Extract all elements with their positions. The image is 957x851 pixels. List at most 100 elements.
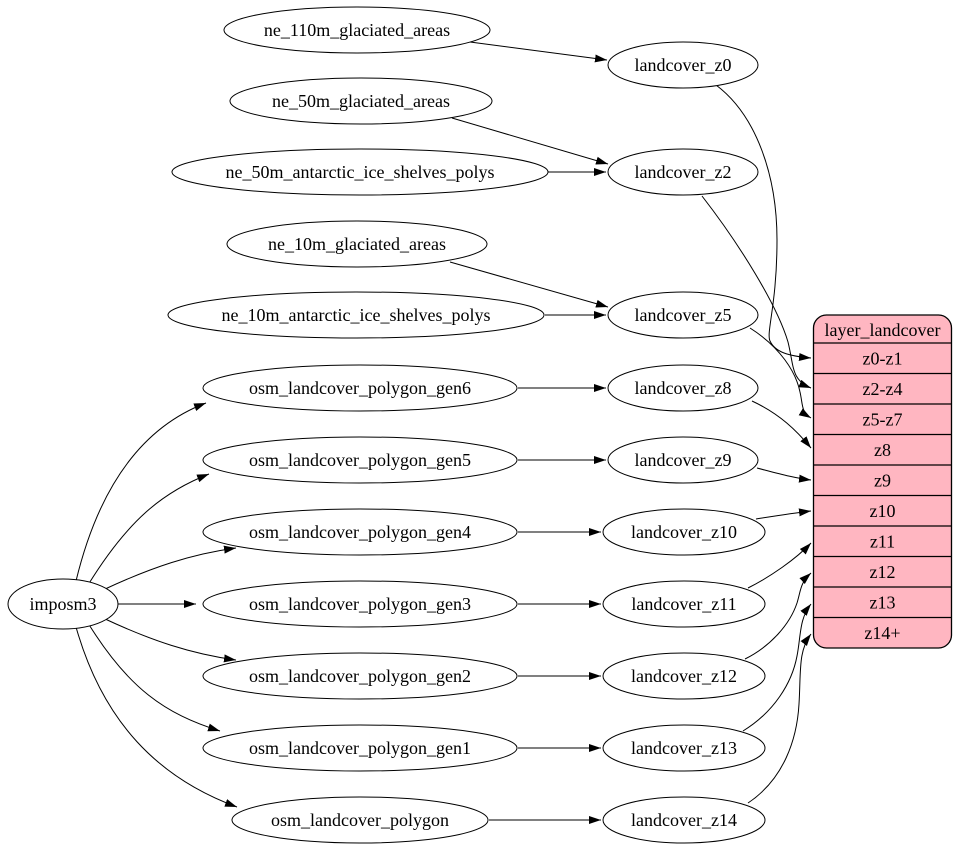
- node-landcover-z0-label: landcover_z0: [635, 55, 732, 75]
- node-landcover-z5-label: landcover_z5: [635, 305, 732, 325]
- node-landcover-z14: landcover_z14: [602, 796, 766, 844]
- node-landcover-z2: landcover_z2: [607, 148, 759, 196]
- node-imposm3-label: imposm3: [29, 594, 96, 614]
- node-ne-10m-antarctic-ice-shelves-polys-shape: [167, 291, 545, 339]
- node-ne-10m-glaciated-areas-label: ne_10m_glaciated_areas: [268, 234, 446, 254]
- node-ne-10m-glaciated-areas-shape: [226, 220, 488, 268]
- edge-z13-to-row-z13: [742, 603, 812, 732]
- table-row-z13: z13: [870, 593, 896, 613]
- edge-z14-to-row-z14: [747, 633, 812, 804]
- node-landcover-z14-shape: [602, 796, 766, 844]
- node-imposm3-shape: [7, 578, 119, 630]
- node-ne-10m-antarctic-ice-shelves-polys: ne_10m_antarctic_ice_shelves_polys: [167, 291, 545, 339]
- edge-imposm3-to-gen1: [87, 622, 221, 732]
- node-landcover-z11-shape: [602, 580, 766, 628]
- node-osm-landcover-polygon-gen3: osm_landcover_polygon_gen3: [202, 580, 518, 628]
- edge-z8-to-row-z8: [751, 400, 812, 449]
- node-landcover-z8: landcover_z8: [607, 364, 759, 412]
- node-osm-landcover-polygon-gen3-label: osm_landcover_polygon_gen3: [249, 594, 471, 614]
- edge-imposm3-to-polygon: [75, 626, 238, 808]
- node-landcover-z11: landcover_z11: [602, 580, 766, 628]
- node-landcover-z10: landcover_z10: [602, 508, 766, 556]
- table-layer-landcover: layer_landcover z0-z1 z2-z4 z5-z7 z8 z9 …: [812, 314, 953, 649]
- table-row-z5-z7: z5-z7: [863, 410, 903, 430]
- edge-z9-to-row-z9: [756, 467, 812, 483]
- node-landcover-z9: landcover_z9: [607, 436, 759, 484]
- node-osm-landcover-polygon-gen4-shape: [202, 508, 518, 556]
- node-osm-landcover-polygon-gen1-label: osm_landcover_polygon_gen1: [249, 738, 471, 758]
- node-landcover-z2-shape: [607, 148, 759, 196]
- node-ne-50m-glaciated-areas-label: ne_50m_glaciated_areas: [272, 91, 450, 111]
- edge-imposm3-to-gen2: [102, 617, 237, 663]
- node-ne-50m-antarctic-ice-shelves-polys-label: ne_50m_antarctic_ice_shelves_polys: [226, 162, 495, 182]
- edge-ne10m-to-z5: [449, 261, 609, 308]
- node-ne-50m-glaciated-areas-shape: [229, 77, 493, 125]
- node-landcover-z9-shape: [607, 436, 759, 484]
- node-osm-landcover-polygon-gen5-shape: [202, 436, 518, 484]
- node-osm-landcover-polygon-shape: [231, 796, 489, 844]
- node-landcover-z12-label: landcover_z12: [631, 666, 737, 686]
- node-landcover-z5-shape: [607, 291, 759, 339]
- node-landcover-z11-label: landcover_z11: [631, 594, 736, 614]
- node-osm-landcover-polygon-gen2: osm_landcover_polygon_gen2: [202, 652, 518, 700]
- node-landcover-z12: landcover_z12: [602, 652, 766, 700]
- table-row-z14: z14+: [864, 623, 900, 643]
- node-osm-landcover-polygon-gen6-label: osm_landcover_polygon_gen6: [249, 378, 471, 398]
- edge-imposm3-to-gen4: [102, 545, 237, 591]
- table-row-z10: z10: [870, 501, 896, 521]
- edge-ne110m-to-z0: [469, 41, 608, 63]
- node-osm-landcover-polygon-label: osm_landcover_polygon: [271, 810, 449, 830]
- node-osm-landcover-polygon-gen5: osm_landcover_polygon_gen5: [202, 436, 518, 484]
- node-imposm3: imposm3: [7, 578, 119, 630]
- node-ne-10m-antarctic-ice-shelves-polys-label: ne_10m_antarctic_ice_shelves_polys: [222, 305, 491, 325]
- node-landcover-z2-label: landcover_z2: [635, 162, 732, 182]
- node-osm-landcover-polygon-gen1-shape: [202, 724, 518, 772]
- edge-imposm3-to-gen5: [87, 473, 210, 586]
- node-landcover-z8-shape: [607, 364, 759, 412]
- node-landcover-z13: landcover_z13: [602, 724, 766, 772]
- node-ne-110m-glaciated-areas: ne_110m_glaciated_areas: [223, 6, 491, 54]
- node-ne-110m-glaciated-areas-shape: [223, 6, 491, 54]
- edge-z11-to-row-z11: [747, 542, 812, 589]
- table-layer-landcover-background: [812, 314, 953, 649]
- node-landcover-z13-shape: [602, 724, 766, 772]
- table-row-z12: z12: [870, 562, 896, 582]
- edge-imposm3-to-gen6: [75, 402, 207, 582]
- table-row-z2-z4: z2-z4: [863, 379, 903, 399]
- node-ne-50m-antarctic-ice-shelves-polys-shape: [171, 148, 549, 196]
- table-row-z11: z11: [870, 532, 895, 552]
- node-osm-landcover-polygon-gen5-label: osm_landcover_polygon_gen5: [249, 450, 471, 470]
- node-osm-landcover-polygon-gen6-shape: [202, 364, 518, 412]
- node-osm-landcover-polygon-gen3-shape: [202, 580, 518, 628]
- node-landcover-z13-label: landcover_z13: [631, 738, 737, 758]
- node-ne-50m-glaciated-areas: ne_50m_glaciated_areas: [229, 77, 493, 125]
- node-osm-landcover-polygon-gen2-shape: [202, 652, 518, 700]
- node-landcover-z8-label: landcover_z8: [635, 378, 732, 398]
- edge-ne50m-to-z2: [451, 117, 609, 165]
- node-osm-landcover-polygon-gen4: osm_landcover_polygon_gen4: [202, 508, 518, 556]
- edge-group: [75, 41, 812, 824]
- node-landcover-z5: landcover_z5: [607, 291, 759, 339]
- node-ne-50m-antarctic-ice-shelves-polys: ne_50m_antarctic_ice_shelves_polys: [171, 148, 549, 196]
- node-osm-landcover-polygon-gen4-label: osm_landcover_polygon_gen4: [249, 522, 471, 542]
- node-osm-landcover-polygon-gen1: osm_landcover_polygon_gen1: [202, 724, 518, 772]
- edge-z0-to-row-z0-z1: [715, 84, 812, 361]
- node-landcover-z10-shape: [602, 508, 766, 556]
- node-osm-landcover-polygon: osm_landcover_polygon: [231, 796, 489, 844]
- node-landcover-z10-label: landcover_z10: [631, 522, 737, 542]
- edge-z12-to-row-z12: [744, 572, 812, 660]
- node-landcover-z0-shape: [607, 41, 759, 89]
- table-row-z0-z1: z0-z1: [863, 349, 903, 369]
- edge-z10-to-row-z10: [755, 508, 812, 520]
- node-landcover-z12-shape: [602, 652, 766, 700]
- table-row-z9: z9: [874, 471, 891, 491]
- node-group: imposm3 ne_110m_glaciated_areas ne_50m_g…: [7, 6, 766, 844]
- node-landcover-z14-label: landcover_z14: [631, 810, 737, 830]
- node-ne-10m-glaciated-areas: ne_10m_glaciated_areas: [226, 220, 488, 268]
- edge-z5-to-row-z5-z7: [749, 327, 812, 419]
- table-row-z8: z8: [874, 440, 891, 460]
- edge-z2-to-row-z2-z4: [701, 195, 812, 389]
- node-osm-landcover-polygon-gen2-label: osm_landcover_polygon_gen2: [249, 666, 471, 686]
